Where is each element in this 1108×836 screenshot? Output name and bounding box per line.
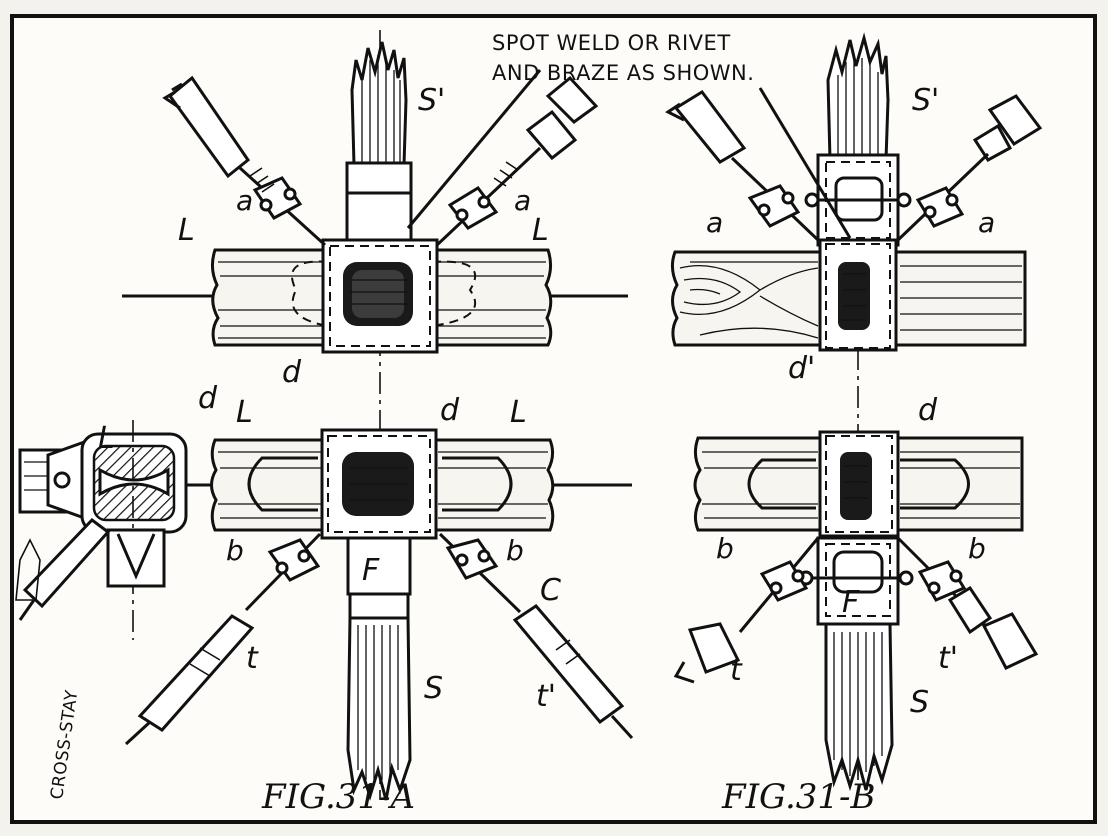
lower-right-stay-b — [896, 536, 1039, 670]
label-f-b: F — [842, 585, 860, 620]
upper-left-stay-b — [665, 90, 820, 242]
label-b-left-a: b — [226, 534, 244, 567]
lower-bristle-s — [346, 536, 412, 801]
label-t-a: t — [246, 641, 259, 676]
label-b-right-a: b — [506, 534, 524, 567]
upper-log-b — [670, 238, 1027, 352]
note-line-2: AND BRAZE AS SHOWN. — [492, 61, 754, 85]
label-a-left-a: a — [236, 184, 253, 217]
label-a-right-b: a — [978, 206, 995, 239]
label-s-b: S — [910, 685, 929, 720]
label-a-left-b: a — [706, 206, 723, 239]
upper-left-stay — [162, 75, 327, 247]
label-t-prime-b: t' — [938, 641, 958, 676]
upper-right-stay-b — [896, 94, 1043, 242]
label-l-left-a: L — [178, 213, 195, 248]
label-l-side: L — [98, 421, 115, 456]
upper-bristle-s-prime-b — [804, 32, 912, 247]
lower-right-stay — [438, 532, 634, 740]
label-a-right-a: a — [514, 184, 531, 217]
caption-fig-31a: FIG.31-A — [261, 777, 415, 817]
label-f-a: F — [362, 553, 380, 588]
note-leaders — [406, 69, 852, 239]
label-t-prime-a: t' — [536, 679, 556, 714]
lower-left-stay-b — [673, 537, 820, 684]
label-t-b: t — [730, 653, 743, 688]
label-s-a: S — [424, 671, 443, 706]
label-c-a: C — [540, 573, 561, 608]
lower-log-a — [210, 428, 555, 540]
label-b-right-b: b — [968, 532, 986, 565]
label-l-lower-left-a: L — [236, 395, 253, 430]
upper-bristle-s-prime — [345, 41, 413, 245]
note-line-1: SPOT WELD OR RIVET — [492, 31, 731, 55]
caption-fig-31b: FIG.31-B — [721, 777, 876, 817]
label-d-prime-b: d' — [788, 351, 815, 386]
label-l-right-a: L — [532, 213, 549, 248]
lower-left-stay — [124, 532, 322, 746]
lower-bristle-s-b — [798, 536, 914, 792]
fig-31b — [665, 32, 1043, 792]
label-l-lower-right-a: L — [510, 395, 527, 430]
cross-stay-detail — [15, 420, 188, 640]
upper-log-a — [210, 238, 553, 354]
label-d-side: d — [198, 381, 218, 416]
label-s-prime-b: S' — [912, 83, 939, 118]
label-d-upper-a: d — [282, 355, 302, 390]
label-d-b: d — [918, 393, 938, 428]
upper-right-stay — [435, 75, 599, 247]
fig-31a — [15, 30, 634, 801]
label-s-prime-a: S' — [418, 83, 445, 118]
label-d-lower-a: d — [440, 393, 460, 428]
lower-log-b — [693, 430, 1024, 538]
label-b-left-b: b — [716, 532, 734, 565]
